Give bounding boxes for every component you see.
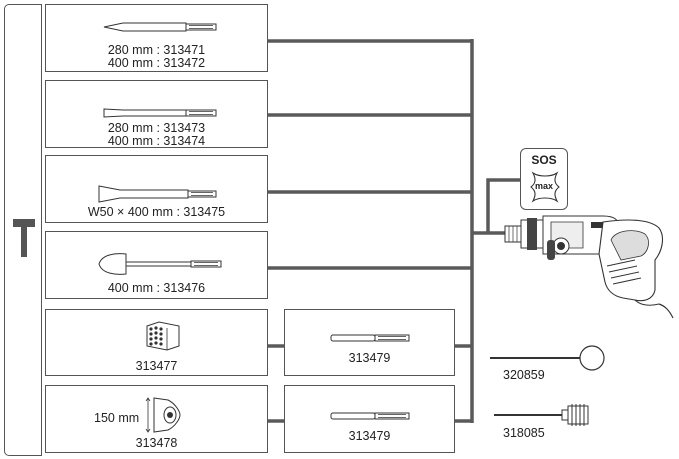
adapter-2-label: 313479	[348, 429, 391, 443]
badge-bottom-text: max	[534, 181, 553, 191]
badge-top-text: SOS	[531, 153, 557, 167]
spade-chisel-icon	[98, 253, 222, 275]
pointed-chisel-icon	[103, 22, 217, 32]
tool-box-bush-hammer: 313477	[45, 309, 268, 376]
row-4-line-1: 400 mm : 313476	[107, 281, 206, 295]
row-5-line-1: 313477	[135, 359, 178, 373]
accessory-2-label: 318085	[503, 426, 545, 440]
adapter-shank-icon	[330, 412, 410, 420]
sds-shank-profile-icon	[530, 171, 560, 203]
wide-chisel-icon	[98, 185, 217, 203]
sidebar	[4, 4, 42, 456]
tool-box-tamper-plate: 150 mm 313478	[45, 385, 268, 453]
adapter-shank-icon	[330, 334, 410, 342]
tamper-plate-icon	[145, 397, 181, 433]
row-2-line-1: 280 mm : 313473	[107, 121, 206, 135]
chisel-hammer-icon	[13, 219, 35, 257]
sds-max-badge: SOS max	[520, 148, 568, 210]
flat-chisel-icon	[103, 108, 217, 118]
row-3-line-1: W50 × 400 mm : 313475	[87, 205, 226, 219]
bush-hammer-head-icon	[146, 321, 180, 351]
row-1-line-2: 400 mm : 313472	[107, 56, 206, 70]
adapter-1-label: 313479	[348, 351, 391, 365]
adapter-box-2: 313479	[284, 385, 455, 453]
rotary-hammer-drill-icon	[504, 215, 674, 319]
row-2-line-2: 400 mm : 313474	[107, 134, 206, 148]
row-6-dimension: 150 mm	[94, 411, 140, 425]
tool-box-pointed-chisel: 280 mm : 313471 400 mm : 313472	[45, 4, 268, 72]
tool-box-flat-chisel: 280 mm : 313473 400 mm : 313474	[45, 80, 268, 148]
row-1-line-1: 280 mm : 313471	[107, 43, 206, 57]
tool-box-wide-chisel: W50 × 400 mm : 313475	[45, 155, 268, 223]
adapter-box-1: 313479	[284, 309, 455, 376]
accessory-1-label: 320859	[503, 368, 545, 382]
ground-rod-driver-icon	[494, 404, 589, 426]
round-tamper-icon	[490, 345, 605, 371]
row-6-line-1: 313478	[135, 436, 178, 450]
tool-box-spade-chisel: 400 mm : 313476	[45, 231, 268, 299]
